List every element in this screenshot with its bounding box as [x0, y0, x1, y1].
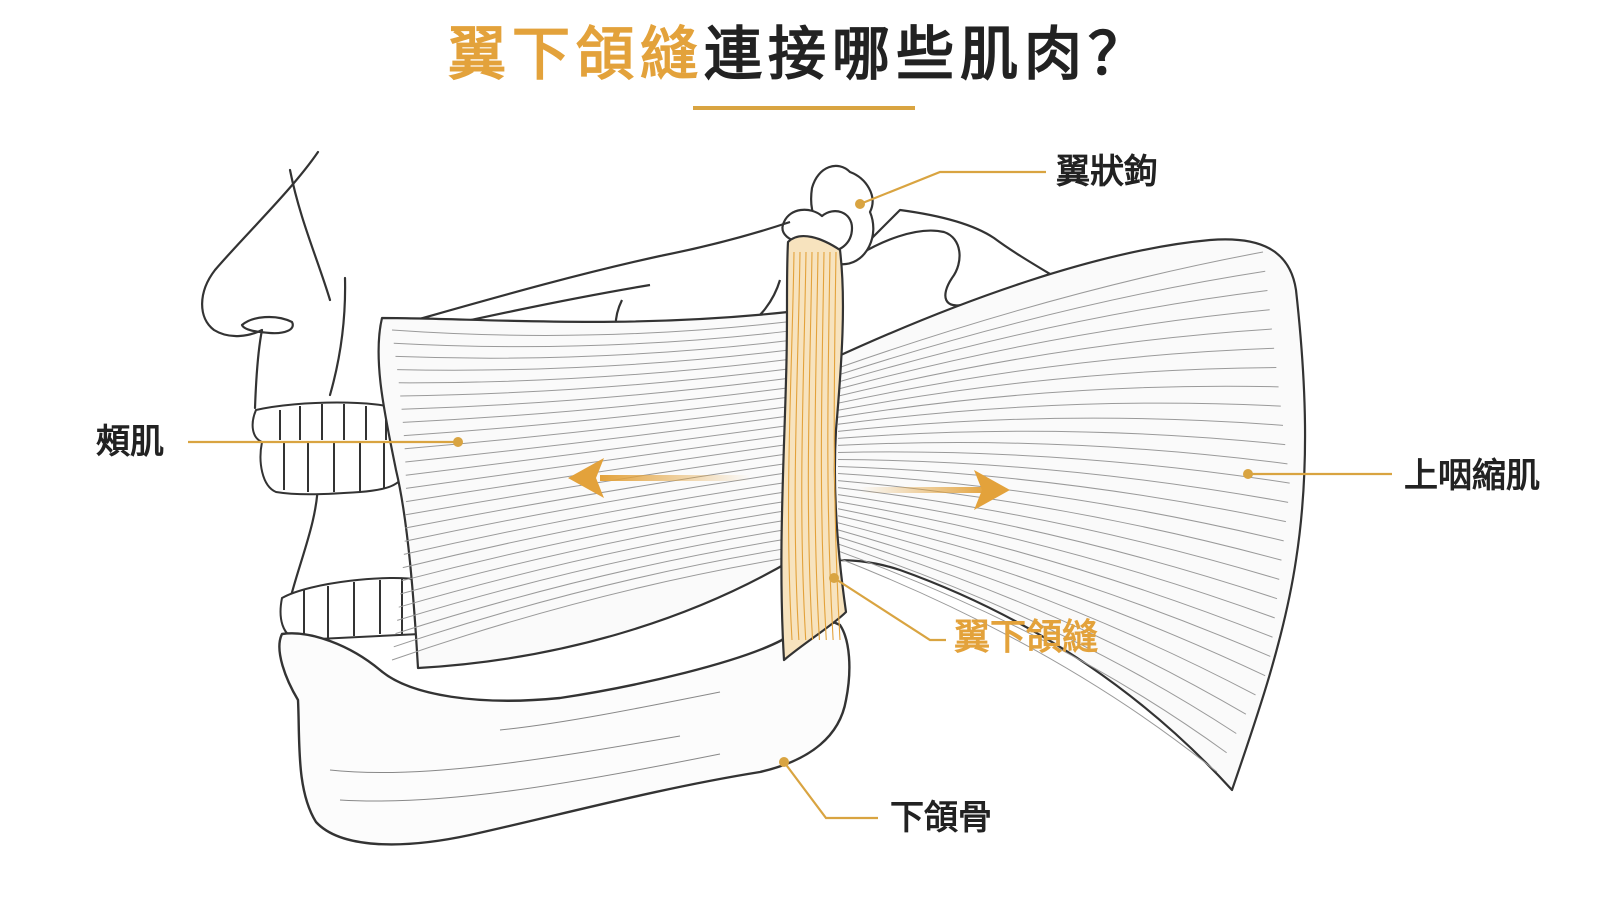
arrow-right-icon: [860, 470, 1010, 510]
leader-line-mandible: [783, 761, 878, 820]
mandible-bone: [278, 619, 851, 846]
buccinator-muscle: [377, 310, 794, 670]
label-mandible: 下頜骨: [890, 798, 992, 838]
leader-line-hamulus: [859, 170, 1046, 206]
label-pterygoid-hamulus: 翼狀鉤: [1056, 152, 1158, 192]
pointer-dot-hamulus: [855, 199, 865, 209]
arrow-left-icon: [568, 458, 750, 498]
lower-teeth: [279, 577, 421, 642]
label-superior-constrictor: 上咽縮肌: [1404, 456, 1540, 496]
label-raphe: 翼下頜縫: [954, 617, 1099, 658]
pointer-dot-raphe: [829, 573, 839, 583]
pterygomandibular-raphe: [780, 234, 848, 662]
label-buccinator: 頰肌: [96, 422, 164, 462]
face-profile: [201, 150, 347, 602]
title-highlight: 翼下頜縫: [447, 20, 704, 88]
title-rest: 連接哪些肌肉？: [704, 20, 1153, 88]
pointer-dot-constrictor: [1243, 469, 1253, 479]
leader-line-raphe: [833, 577, 946, 642]
pointer-dot-buccinator: [453, 437, 463, 447]
skull-base: [781, 164, 1052, 307]
page-title: 翼下頜縫連接哪些肌肉？: [0, 18, 1600, 90]
pointer-dot-mandible: [779, 757, 789, 767]
upper-teeth: [251, 401, 408, 496]
title-underline: [693, 106, 915, 110]
superior-constrictor-muscle: [828, 238, 1307, 792]
